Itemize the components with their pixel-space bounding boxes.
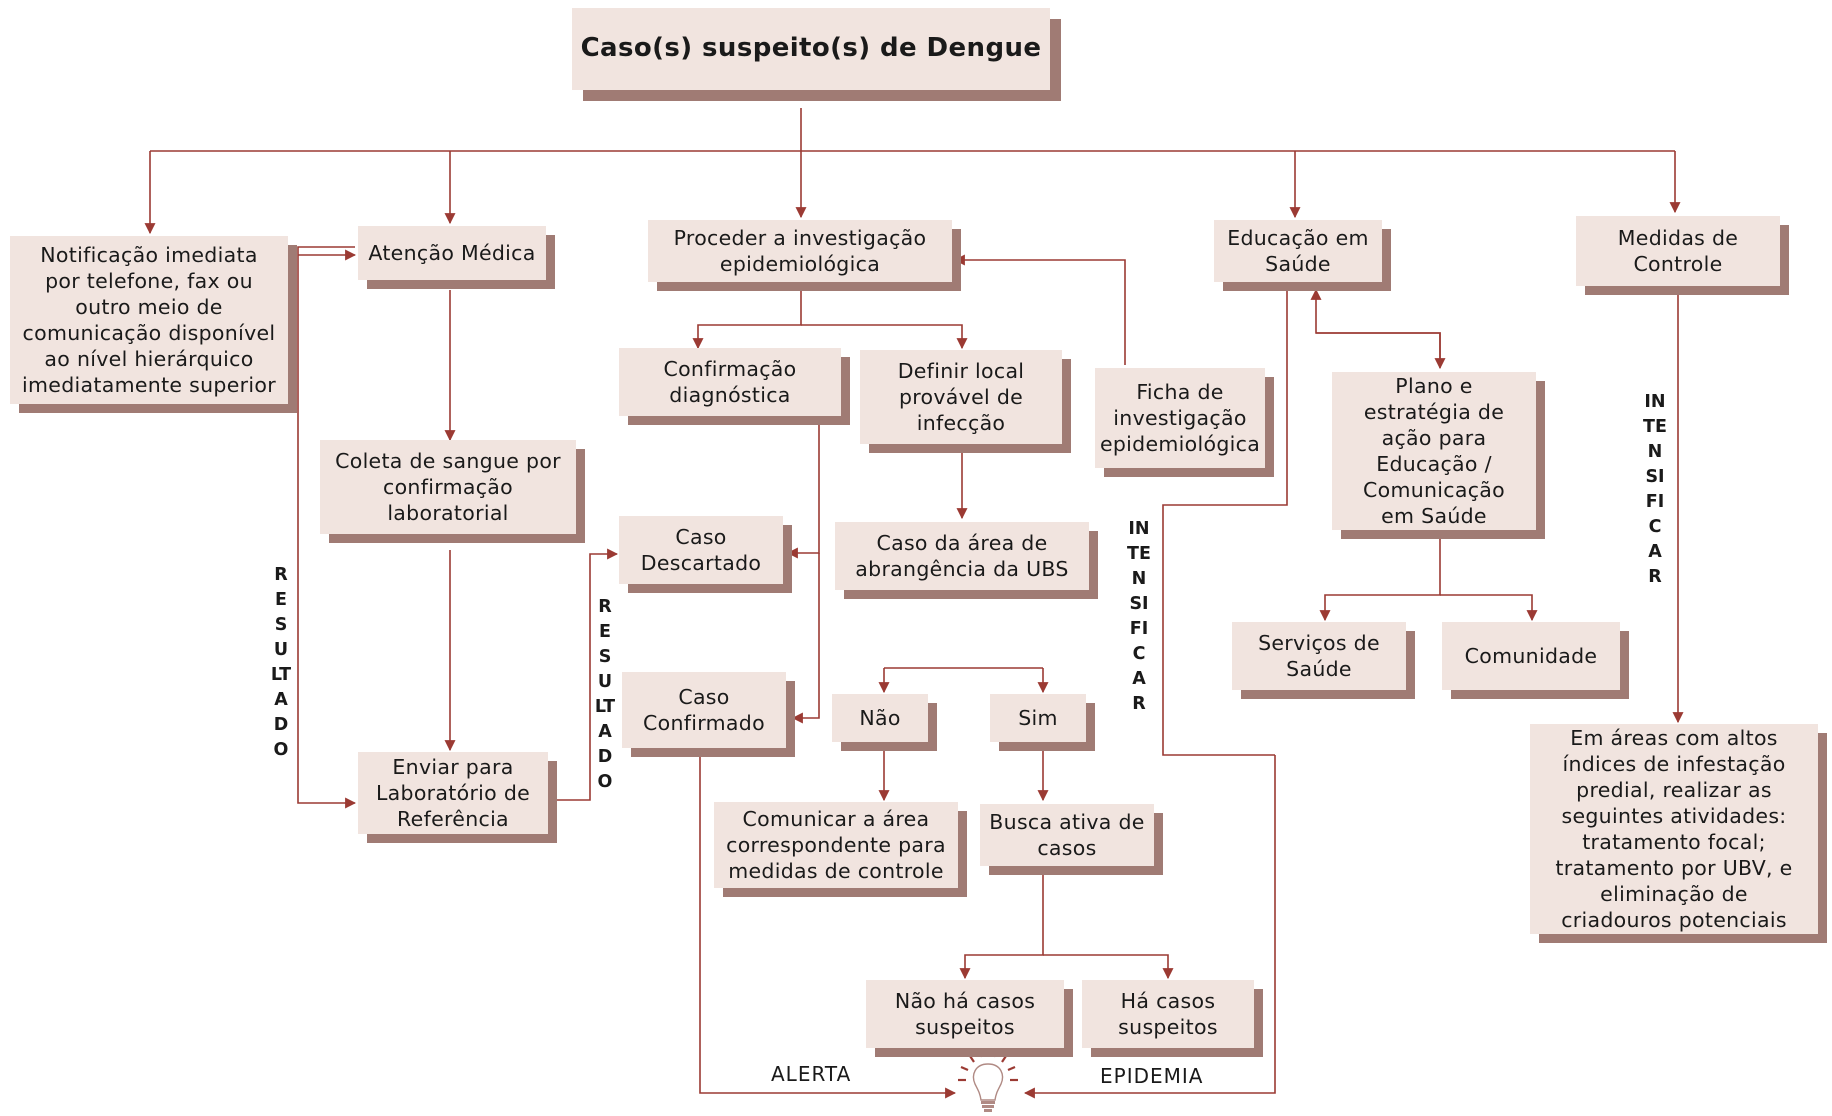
connector-plano-split — [1319, 535, 1441, 622]
node-caso-confirmado: Caso Confirmado — [622, 672, 786, 748]
arrow-resultado-loop-left — [297, 246, 357, 809]
node-notificacao: Notificação imediata por telefone, fax o… — [10, 236, 288, 404]
node-investigacao: Proceder a investigação epidemiológica — [648, 220, 952, 282]
title-box: Caso(s) suspeito(s) de Dengue — [572, 8, 1050, 90]
label-resultado-right: RESULTADO — [594, 597, 616, 792]
label-intensificar-right: INTENSIFICAR — [1643, 392, 1667, 587]
node-busca: Busca ativa de casos — [980, 804, 1154, 866]
arrow-plano-educacao — [1310, 288, 1441, 365]
connector-plano-split-right — [1440, 594, 1538, 622]
arrow-confirmacao-descartado — [786, 420, 820, 559]
node-areas-infestacao: Em áreas com altos índices de infestação… — [1530, 724, 1818, 934]
arrow-alerta — [699, 750, 957, 1099]
label-resultado-left: RESULTADO — [270, 565, 292, 760]
node-coleta: Coleta de sangue por confirmação laborat… — [320, 440, 576, 534]
connector-busca-split — [959, 868, 1044, 980]
light-bulb-icon — [958, 1049, 1018, 1112]
node-servicos: Serviços de Saúde — [1232, 622, 1406, 690]
node-caso-descartado: Caso Descartado — [619, 516, 783, 584]
arrow-resultado-loop-right — [557, 548, 619, 801]
node-enviar: Enviar para Laboratório de Referência — [358, 752, 548, 834]
node-confirmacao-diagnostica: Confirmação diagnóstica — [619, 348, 841, 416]
node-comunidade: Comunidade — [1442, 622, 1620, 690]
connector-investigacao-split — [692, 290, 802, 350]
node-sim: Sim — [990, 694, 1086, 742]
page-title: Caso(s) suspeito(s) de Dengue — [580, 33, 1042, 64]
node-nao-ha-casos: Não há casos suspeitos — [866, 980, 1064, 1048]
node-medidas: Medidas de Controle — [1576, 216, 1780, 286]
node-atencao-medica: Atenção Médica — [358, 226, 546, 280]
node-comunicar: Comunicar a área correspondente para med… — [714, 802, 958, 888]
node-ha-casos: Há casos suspeitos — [1082, 980, 1254, 1048]
node-definir-local: Definir local provável de infecção — [860, 350, 1062, 444]
node-ficha: Ficha de investigação epidemiológica — [1095, 368, 1265, 468]
arrow-confirmacao-confirmado — [791, 553, 820, 724]
connector-investigacao-split-right — [801, 324, 968, 350]
node-plano: Plano e estratégia de ação para Educação… — [1332, 372, 1536, 530]
arrow-ficha-investigacao — [953, 254, 1126, 365]
arrow-epidemia — [1023, 755, 1276, 1099]
node-caso-area: Caso da área de abrangência da UBS — [835, 522, 1089, 590]
label-intensificar-mid: INTENSIFICAR — [1127, 519, 1151, 714]
connector-busca-split-right — [1043, 954, 1174, 980]
label-alerta: ALERTA — [771, 1062, 852, 1086]
label-epidemia: EPIDEMIA — [1100, 1064, 1204, 1088]
node-educacao: Educação em Saúde — [1214, 220, 1382, 282]
node-nao: Não — [832, 694, 928, 742]
arrow-educacao-plano — [1316, 332, 1446, 370]
connector-intensificar-mid — [1162, 290, 1288, 756]
